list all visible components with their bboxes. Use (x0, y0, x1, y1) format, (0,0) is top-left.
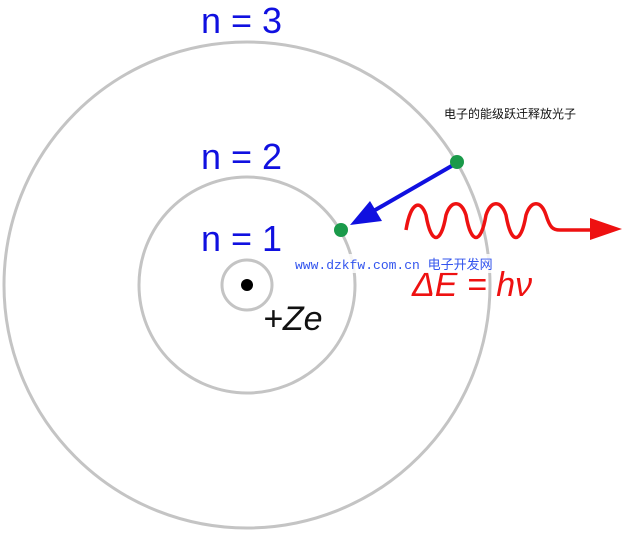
photon-arrow-head (590, 218, 622, 240)
orbit-n3 (2, 40, 492, 530)
orbit-n1 (220, 258, 274, 312)
transition-arrow-shaft (369, 162, 456, 215)
orbit-n2 (137, 175, 357, 395)
electron-final (334, 223, 348, 237)
label-n2: n = 2 (201, 136, 283, 177)
nucleus (241, 279, 253, 291)
caption: 电子的能级跃迁释放光子 (444, 107, 577, 121)
label-n1: n = 1 (201, 218, 283, 259)
label-n3: n = 3 (201, 0, 283, 41)
label-nucleus-charge: +Ze (263, 300, 323, 338)
electron-initial (450, 155, 464, 169)
photon-wave (404, 202, 595, 239)
watermark: www.dzkfw.com.cn 电子开发网 (295, 254, 493, 273)
transition-arrow-head (350, 201, 382, 225)
